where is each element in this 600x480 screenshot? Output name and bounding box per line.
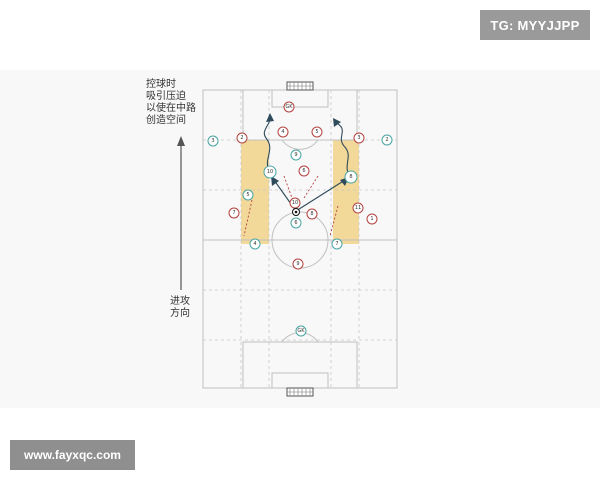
watermark-tg: TG: MYYJJPP xyxy=(480,10,590,40)
player-marker xyxy=(263,165,277,179)
goal-area-bottom xyxy=(271,372,329,389)
player-marker xyxy=(366,213,378,225)
player-marker xyxy=(289,197,301,209)
player-label: 2 xyxy=(240,135,243,141)
player-marker xyxy=(295,325,307,337)
player-label: 7 xyxy=(232,210,235,216)
player-marker xyxy=(298,165,310,177)
player-marker xyxy=(311,126,323,138)
player-marker xyxy=(283,101,295,113)
player-label: 9 xyxy=(294,152,297,158)
penalty-arc-top xyxy=(281,139,319,150)
player-label: 5 xyxy=(246,192,249,198)
penalty-area-bottom xyxy=(242,341,358,389)
player-marker xyxy=(381,134,393,146)
player-label: 10 xyxy=(292,200,298,206)
player-label: 3 xyxy=(211,138,214,144)
arrow-head-icon xyxy=(266,113,274,122)
pressing-lines xyxy=(243,175,339,237)
goal-net-icon xyxy=(286,81,314,91)
player-label: 2 xyxy=(385,137,388,143)
player-label: 6 xyxy=(302,168,305,174)
player-label: GK xyxy=(297,328,305,334)
player-marker xyxy=(352,202,364,214)
player-marker xyxy=(353,132,365,144)
arrow-head-icon xyxy=(177,136,185,146)
player-marker xyxy=(344,170,358,184)
player-marker xyxy=(277,126,289,138)
player-marker xyxy=(236,132,248,144)
pitch-outline xyxy=(202,89,398,389)
arrow-head-icon xyxy=(271,176,279,186)
player-label: 4 xyxy=(281,129,284,135)
player-label: 5 xyxy=(315,129,318,135)
watermark-site: www.fayxqc.com xyxy=(10,440,135,470)
player-label: 4 xyxy=(253,241,256,247)
goal-area-top xyxy=(271,89,329,108)
player-marker xyxy=(242,189,254,201)
defending-team: GK 4 5 2 3 6 10 8 7 11 1 9 xyxy=(228,101,378,270)
player-marker xyxy=(331,238,343,250)
arrow-head-icon xyxy=(333,118,341,127)
player-marker xyxy=(207,135,219,147)
player-label: 8 xyxy=(310,211,313,217)
goal-net-icon xyxy=(286,387,314,397)
player-label: 10 xyxy=(267,169,273,175)
player-marker xyxy=(292,258,304,270)
player-marker xyxy=(290,217,302,229)
attacking-team: 3 2 9 10 8 5 6 4 7 GK xyxy=(207,134,393,337)
attack-direction-label: 进攻 方向 xyxy=(170,296,190,319)
player-runs xyxy=(263,115,351,177)
soccer-ball-icon xyxy=(292,208,300,216)
highlight-zone-right xyxy=(333,140,359,244)
player-marker xyxy=(290,149,302,161)
tactic-note: 控球时 吸引压迫 以使在中路 创造空间 xyxy=(146,79,196,126)
player-label: 7 xyxy=(335,241,338,247)
player-marker xyxy=(306,208,318,220)
zone-lines xyxy=(203,90,397,388)
player-label: 8 xyxy=(349,174,352,180)
player-label: GK xyxy=(285,104,293,110)
player-label: 1 xyxy=(370,216,373,222)
tactics-board xyxy=(0,70,600,408)
player-marker xyxy=(249,238,261,250)
player-label: 11 xyxy=(355,205,361,211)
penalty-area-top xyxy=(242,89,358,141)
player-label: 9 xyxy=(296,261,299,267)
player-marker xyxy=(228,207,240,219)
player-label: 3 xyxy=(357,135,360,141)
player-label: 6 xyxy=(294,220,297,226)
